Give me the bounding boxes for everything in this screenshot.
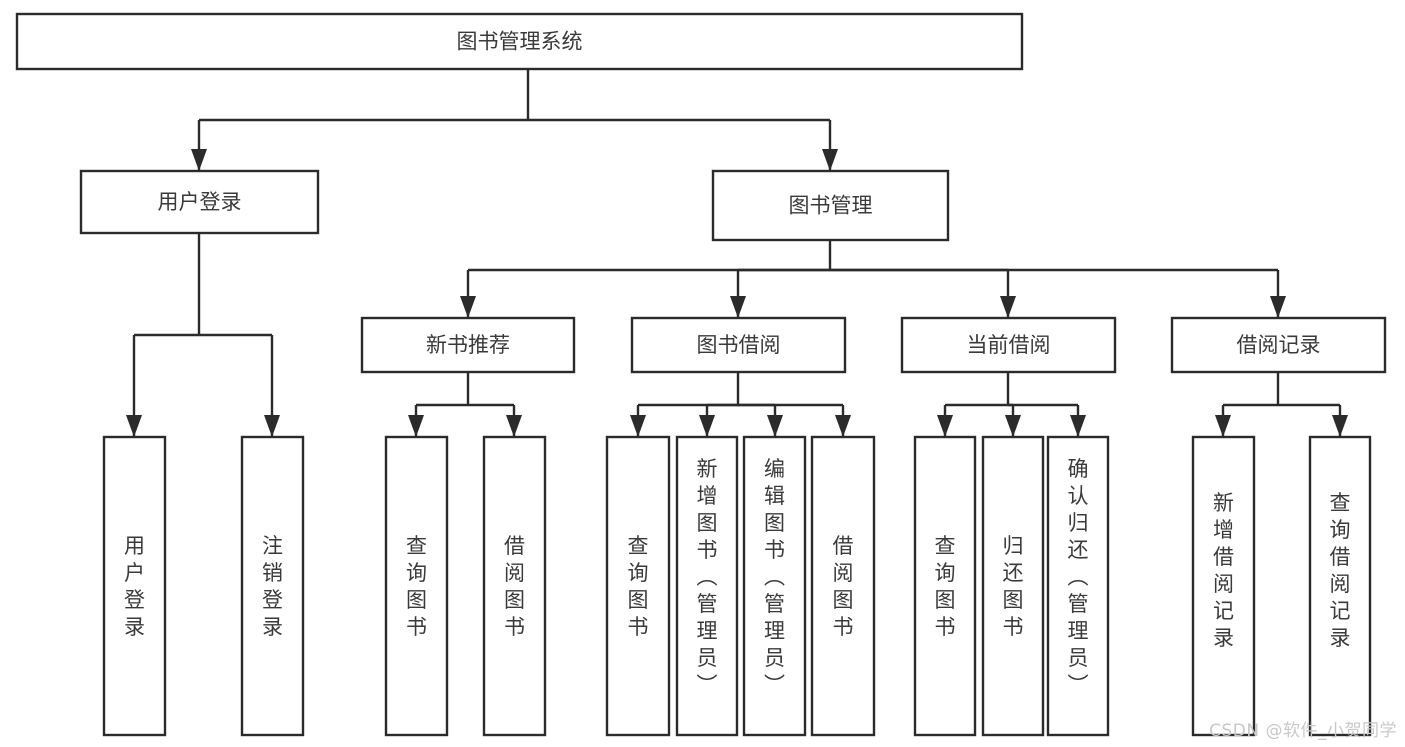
node-box	[384, 435, 449, 737]
arrow-head-icon	[1215, 415, 1231, 437]
node-label: 新增借阅记录	[1213, 491, 1234, 650]
arrow-head-icon	[767, 415, 783, 437]
arrow-head-icon	[699, 415, 715, 437]
node-新增图书管理员[interactable]: 新增图书︵管理员︶	[675, 435, 739, 737]
arrow-head-icon	[460, 296, 476, 318]
arrow-head-icon	[1270, 296, 1286, 318]
node-label: 图书借阅	[697, 333, 781, 357]
arrow-head-icon	[937, 415, 953, 437]
node-box	[1308, 435, 1372, 737]
node-label: 编辑图书︵管理员︶	[764, 457, 785, 697]
node-label: 借阅记录	[1237, 333, 1321, 357]
node-label: 新书推荐	[426, 333, 510, 357]
node-label: 查询图书	[406, 534, 427, 639]
node-label: 借阅图书	[833, 534, 854, 639]
node-label: 查询借阅记录	[1330, 491, 1351, 650]
arrow-head-icon	[1070, 415, 1086, 437]
arrow-head-icon	[1332, 415, 1348, 437]
arrow-head-icon	[730, 296, 746, 318]
node-label: 用户登录	[158, 190, 242, 214]
node-box	[1046, 435, 1110, 737]
node-归还图书[interactable]: 归还图书	[981, 435, 1045, 737]
node-label: 借阅图书	[504, 534, 525, 639]
arrow-head-icon	[1000, 296, 1016, 318]
node-box	[981, 435, 1045, 737]
node-box	[913, 435, 977, 737]
node-新增借阅记录[interactable]: 新增借阅记录	[1191, 435, 1256, 737]
node-box	[1191, 435, 1256, 737]
node-查询图书[interactable]: 查询图书	[384, 435, 449, 737]
node-查询图书[interactable]: 查询图书	[605, 435, 671, 737]
node-确认归还管理员[interactable]: 确认归还︵管理员︶	[1046, 435, 1110, 737]
node-label: 查询图书	[935, 534, 956, 639]
node-借阅图书[interactable]: 借阅图书	[810, 435, 876, 737]
arrow-head-icon	[264, 415, 280, 437]
watermark-csdn: CSDN @软件_小贺同学	[1209, 721, 1397, 741]
node-box	[742, 435, 807, 737]
node-box	[240, 435, 305, 737]
node-label: 新增图书︵管理员︶	[697, 457, 718, 697]
arrow-head-icon	[835, 415, 851, 437]
node-box	[102, 435, 167, 737]
connectors-layer	[126, 69, 1348, 437]
node-图书管理系统[interactable]: 图书管理系统	[15, 12, 1024, 71]
node-box	[360, 316, 576, 374]
node-label: 注销登录	[262, 534, 283, 639]
node-用户登录[interactable]: 用户登录	[79, 169, 320, 235]
node-box	[810, 435, 876, 737]
node-借阅图书[interactable]: 借阅图书	[482, 435, 547, 737]
node-用户登录[interactable]: 用户登录	[102, 435, 167, 737]
nodes-layer: 图书管理系统用户登录图书管理新书推荐图书借阅当前借阅借阅记录用户登录注销登录查询…	[15, 12, 1387, 737]
node-box	[675, 435, 739, 737]
node-编辑图书管理员[interactable]: 编辑图书︵管理员︶	[742, 435, 807, 737]
node-box	[79, 169, 320, 235]
node-box	[605, 435, 671, 737]
arrow-head-icon	[191, 149, 207, 171]
node-借阅记录[interactable]: 借阅记录	[1170, 316, 1387, 374]
node-box	[900, 316, 1117, 374]
node-box	[482, 435, 547, 737]
node-当前借阅[interactable]: 当前借阅	[900, 316, 1117, 374]
node-label: 归还图书	[1003, 534, 1024, 639]
arrow-head-icon	[630, 415, 646, 437]
arrow-head-icon	[822, 149, 838, 171]
node-box	[1170, 316, 1387, 374]
arrow-head-icon	[408, 415, 424, 437]
arrow-head-icon	[506, 415, 522, 437]
node-新书推荐[interactable]: 新书推荐	[360, 316, 576, 374]
node-查询图书[interactable]: 查询图书	[913, 435, 977, 737]
arrow-head-icon	[126, 415, 142, 437]
arrow-head-icon	[1005, 415, 1021, 437]
node-注销登录[interactable]: 注销登录	[240, 435, 305, 737]
node-图书管理[interactable]: 图书管理	[711, 169, 950, 242]
node-查询借阅记录[interactable]: 查询借阅记录	[1308, 435, 1372, 737]
node-label: 图书管理系统	[457, 30, 583, 54]
node-label: 图书管理	[789, 194, 873, 218]
node-label: 确认归还︵管理员︶	[1068, 457, 1089, 697]
node-图书借阅[interactable]: 图书借阅	[630, 316, 847, 374]
node-box	[630, 316, 847, 374]
node-box	[15, 12, 1024, 71]
node-label: 用户登录	[124, 534, 145, 639]
node-label: 查询图书	[628, 534, 649, 639]
node-box	[711, 169, 950, 242]
node-label: 当前借阅	[967, 333, 1051, 357]
